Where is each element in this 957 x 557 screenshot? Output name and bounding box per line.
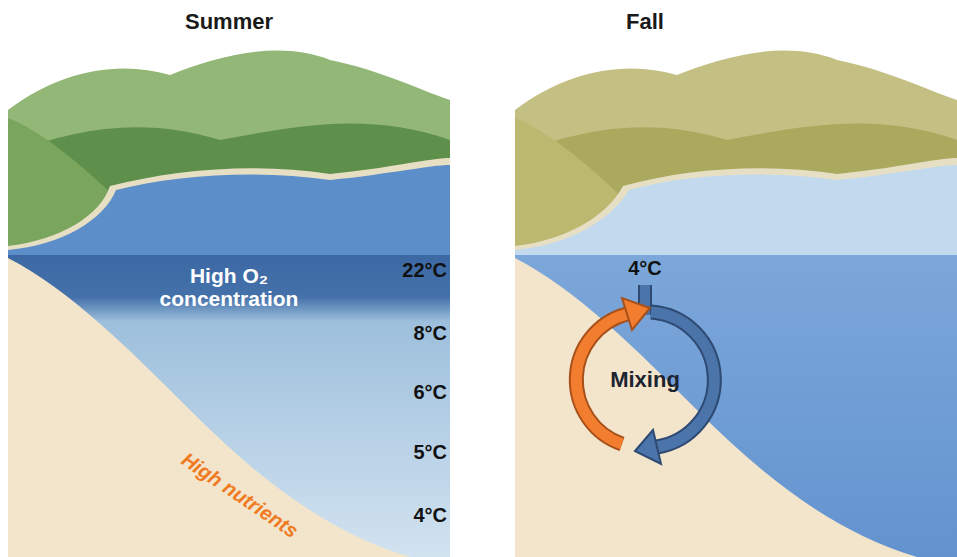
temperature-reading: 4°C (628, 257, 662, 279)
temperature-reading: 5°C (413, 441, 447, 463)
temperature-reading: 6°C (413, 381, 447, 403)
panel-heading-box: Summer (8, 6, 450, 38)
mixing-arrows (576, 285, 714, 464)
temperature-reading: 8°C (413, 322, 447, 344)
mixing-label: Mixing (610, 368, 680, 392)
panel-title: Summer (8, 9, 450, 35)
summer-landscape (8, 51, 450, 557)
panel-title: Fall (515, 9, 775, 35)
temperature-reading: 22°C (402, 259, 447, 281)
fall-landscape (515, 51, 957, 557)
temperature-reading: 4°C (413, 504, 447, 526)
panel-heading-box: Fall (515, 6, 775, 38)
layer-note: High O₂ concentration (134, 264, 324, 310)
